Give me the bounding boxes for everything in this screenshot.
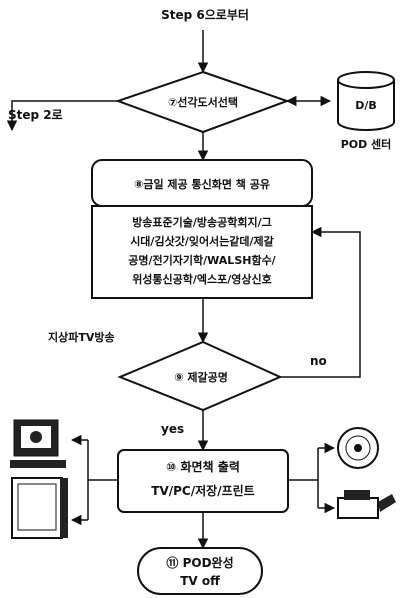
content-line-4: 위성통신공학/엑스포/영상신호 (94, 270, 310, 289)
broadcast-label: 지상파TV방송 (48, 329, 115, 345)
start-label: Step 6으로부터 (161, 6, 249, 23)
no-label: no (310, 354, 327, 368)
select-decision-text: ⑦선각도서선택 (168, 94, 238, 110)
output-title: ⑩ 화면책 출력 (166, 458, 240, 475)
content-line-3: 공명/전기자기학/WALSH함수/ (94, 251, 310, 270)
content-line-1: 방송표준기술/방송공학회지/그 (94, 213, 310, 232)
pod-center-label: POD 센터 (341, 136, 392, 152)
sharing-title: ⑧금일 제공 통신화면 책 공유 (134, 176, 270, 192)
step2-label: Step 2로 (8, 106, 63, 123)
tv-monitor-icon (10, 420, 66, 468)
content-list: 방송표준기술/방송공학회지/그 시대/김삿갓/잊어서는같데/제갈 공명/전기자기… (94, 213, 310, 289)
db-label: D/B (355, 99, 377, 112)
disc-icon (338, 428, 378, 468)
pc-tablet-icon (12, 478, 68, 538)
end-subtitle: TV off (180, 574, 220, 588)
printer-icon (338, 490, 396, 518)
confirm-decision-text: ⑨ 제갈공명 (174, 369, 228, 385)
content-line-2: 시대/김삿갓/잊어서는같데/제갈 (94, 232, 310, 251)
end-title: ⑪ POD완성 (166, 554, 233, 571)
yes-label: yes (161, 422, 184, 436)
output-subtitle: TV/PC/저장/프린트 (151, 482, 254, 499)
